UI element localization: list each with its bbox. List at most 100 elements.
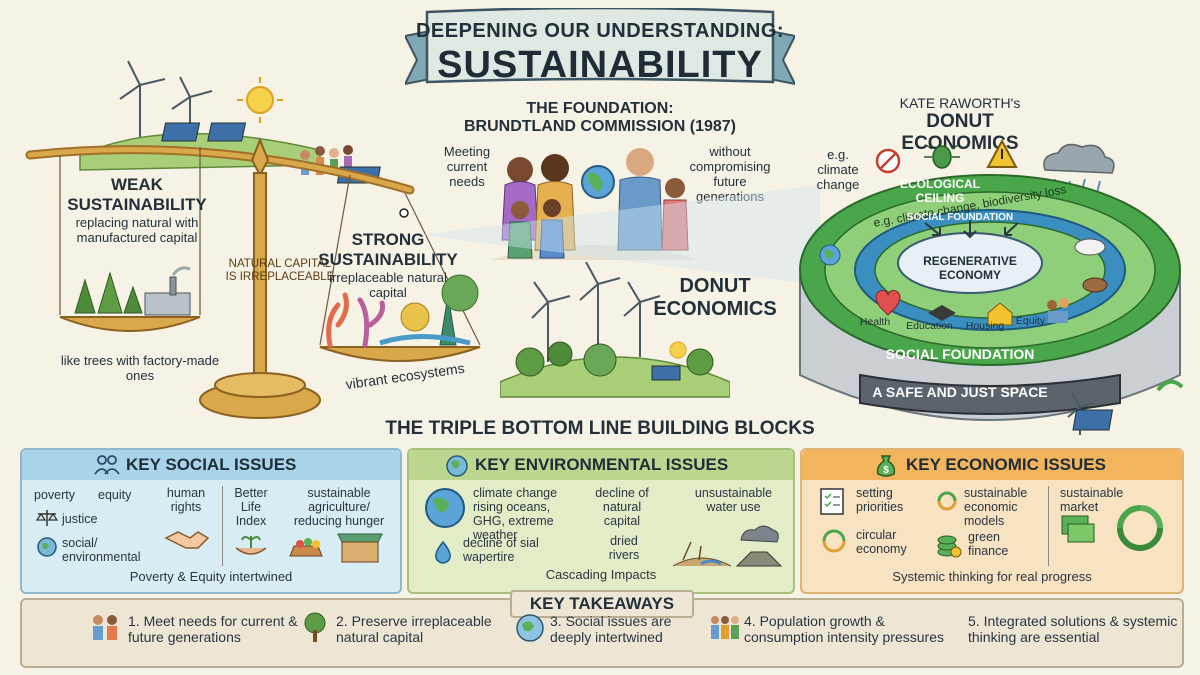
environmental-issues-panel: KEY ENVIRONMENTAL ISSUES climate change … [407,448,795,594]
economic-panel-title: KEY ECONOMIC ISSUES [906,455,1106,474]
eco-finance: green finance [968,530,1009,558]
social-agriculture: sustainable agriculture/ reducing hunger [293,486,385,528]
globe-icon [446,455,468,477]
takeaway-2: 2. Preserve irreplaceable natural capita… [336,613,492,645]
weak-example: like trees with factory-made ones [60,353,220,383]
natural-capital-label: NATURAL CAPITAL IS IRREPLACEABLE [225,258,335,284]
takeaways-title: KEY TAKEAWAYS [510,590,694,618]
social-footer: Poverty & Equity intertwined [129,569,293,584]
dry-land-icon [672,525,783,567]
climate-note: e.g. climate change [816,147,860,192]
takeaway-5: 5. Integrated solutions & systemic think… [968,613,1178,645]
social-foundation-inner: SOCIAL FOUNDATION [906,212,1014,223]
light-beam [420,185,820,285]
water-drop-icon [435,540,451,564]
economic-panel-header [802,450,1182,480]
family-illustration [490,148,700,260]
center-landscape [500,262,730,398]
eco-market: sustainable market [1060,486,1124,514]
people-icon [1047,298,1069,323]
foundation-heading-1: THE FOUNDATION: [526,100,674,117]
need-equity: Equity [1015,315,1046,327]
coins-icon [937,535,962,558]
social-issues-panel: KEY SOCIAL ISSUES poverty equity justice… [20,448,402,594]
recycle-icon [1156,379,1184,392]
market-stall-icon [289,533,383,563]
title-line-1: DEEPENING OUR UNDERSTANDING: [415,20,785,42]
animal-icon [1074,238,1108,293]
globe-icon [581,165,615,199]
page-title: SUSTAINABILITY [437,44,763,86]
foundation-right-note: without compromising future generations [689,144,771,204]
foundation-heading: THE FOUNDATION: BRUNDTLAND COMMISSION (1… [450,100,750,137]
scale-illustration [25,60,481,419]
eco-priorities: setting priorities [856,486,904,514]
strong-sustainability-block: STRONG SUSTAINABILITY irreplaceable natu… [318,230,458,301]
takeaway-1: 1. Meet needs for current & future gener… [128,613,298,645]
svg-text:$: $ [883,465,889,476]
solar-panel-icon [651,365,681,381]
heart-icon [875,290,901,316]
recycle-icon [937,491,957,511]
tbl-heading: THE TRIPLE BOTTOM LINE BUILDING BLOCKS [385,418,815,439]
social-panel-header [22,450,400,480]
handshake-icon [164,531,210,549]
env-decline-capital: decline of natural capital [595,486,649,528]
education-icon [928,305,956,321]
economic-divider [1048,486,1049,566]
need-education: Education [906,320,953,332]
eco-models: sustainable economic models [964,486,1028,528]
tree-icon [74,271,143,314]
environmental-panel-title: KEY ENVIRONMENTAL ISSUES [475,455,729,474]
social-justice: justice [62,512,98,526]
strong-title: STRONG SUSTAINABILITY [318,230,458,269]
ecological-ceiling-label: ECOLOGICAL CEILING [900,177,980,205]
solar-panel-icon [1072,409,1114,431]
env-footer: Cascading Impacts [545,567,657,582]
people-icon [501,148,689,259]
tree-icon [304,612,326,642]
eco-circular: circular economy [856,528,907,556]
economic-issues-panel: $ KEY ECONOMIC ISSUES setting priorities… [800,448,1184,594]
need-housing: Housing [965,320,1005,332]
safe-space-label: A SAFE AND JUST SPACE [872,384,1048,400]
sun-icon [237,77,283,123]
tree-icon [515,341,714,377]
title-banner: DEEPENING OUR UNDERSTANDING: SUSTAINABIL… [405,8,795,88]
eco-footer: Systemic thinking for real progress [892,569,1092,584]
takeaway-3: 3. Social issues are deeply intertwined [550,613,672,645]
globe-icon [819,244,841,266]
need-health: Health [859,316,891,328]
donut-center-label: DONUT ECONOMICS [653,275,777,320]
recycle-icon [822,529,846,553]
foundation-left-note: Meeting current needs [443,144,491,189]
plant-hands-icon [235,536,267,555]
environmental-panel-header [409,450,793,480]
social-divider [222,486,223,566]
wind-turbine-icon [531,262,661,362]
sun-icon [669,341,687,359]
warning-icon [986,138,1018,168]
regenerative-economy: REGENERATIVE ECONOMY [923,254,1017,282]
weak-desc: replacing natural with manufactured capi… [75,215,199,246]
takeaway-4: 4. Population growth & consumption inten… [744,613,944,645]
bug-icon [924,144,960,169]
social-panel-title: KEY SOCIAL ISSUES [126,455,297,474]
raworth-line-1: KATE RAWORTH's [899,95,1021,111]
coral-icon [326,274,479,348]
money-icon [1061,515,1095,543]
people-icon [93,615,117,640]
globe-icon [516,614,544,642]
scale-icon [36,510,58,526]
donut-diagram [799,138,1184,435]
factory-icon [144,266,191,316]
social-environmental: social/ environmental [62,536,141,564]
weak-sustainability-block: WEAK SUSTAINABILITY replacing natural wi… [52,175,222,246]
strong-desc: irreplaceable natural capital [329,270,447,301]
globe-icon [37,537,57,557]
env-water-use: unsustainable water use [694,486,773,514]
social-equity: equity [98,488,132,502]
social-foundation-band: SOCIAL FOUNDATION [885,346,1035,362]
prohibited-icon [875,148,901,174]
social-better-life: Better Life Index [234,486,268,528]
